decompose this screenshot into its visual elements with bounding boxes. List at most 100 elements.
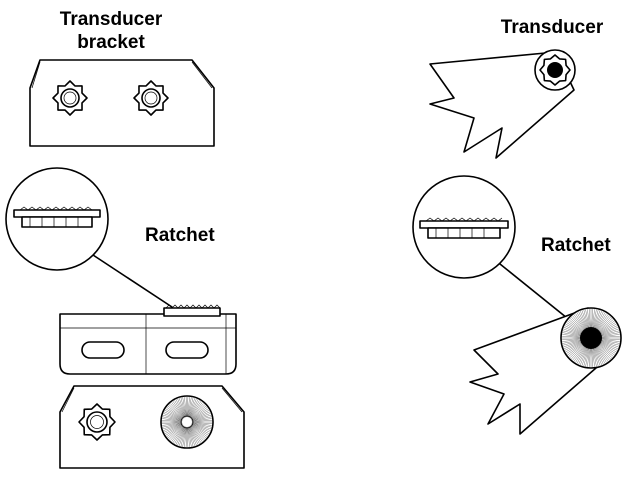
ratchet-tooth-line xyxy=(600,339,620,342)
ratchet-tooth-line xyxy=(189,425,203,442)
ratchet-tooth-line xyxy=(573,314,586,331)
ratchet-tooth-line xyxy=(600,332,620,337)
ratchet-tooth-line xyxy=(191,411,210,421)
ratchet-tooth-line xyxy=(191,408,209,420)
ratchet-tooth-line xyxy=(583,347,589,367)
ratchet-tooth-line xyxy=(191,413,211,421)
ratchet-tooth-line xyxy=(600,334,620,337)
ratchet-tooth-line xyxy=(600,340,620,346)
ratchet-tooth-line xyxy=(186,426,189,447)
ratchet-tooth-line xyxy=(600,335,620,338)
ratchet-tooth-line xyxy=(592,347,597,367)
ratchet-tooth-line xyxy=(562,340,582,346)
ratchet-tooth-line xyxy=(170,403,184,419)
ratchet-tooth-line xyxy=(188,426,197,446)
ratchet-tooth-line xyxy=(580,310,588,329)
ratchet-tooth-line xyxy=(598,344,614,357)
ratchet-tooth-line xyxy=(565,342,583,353)
ratchet-tooth-line xyxy=(593,347,601,366)
ratchet-tooth-line xyxy=(180,426,187,447)
ratchet-tooth-line xyxy=(191,423,212,430)
ratchet-tooth-line xyxy=(588,309,591,329)
ratchet-tooth-line xyxy=(591,309,594,329)
ratchet-tooth-line xyxy=(190,425,207,439)
ratchet-tooth-line xyxy=(191,410,210,420)
ratchet-tooth-line xyxy=(595,346,604,365)
label-transducer-bracket-line2: bracket xyxy=(77,32,145,53)
ratchet-tooth-line xyxy=(166,424,184,437)
ratchet-tooth-line xyxy=(188,426,195,446)
ratchet-tooth-line xyxy=(191,423,211,431)
ratchet-wheel-icon xyxy=(160,395,214,449)
ratchet-tooth-line xyxy=(171,402,185,419)
ratchet-tooth-line xyxy=(189,400,200,418)
ratchet-tooth-line xyxy=(596,313,607,330)
ratchet-tooth-line xyxy=(184,397,187,418)
ratchet-tooth-line xyxy=(583,309,589,329)
ratchet-tooth-line xyxy=(593,347,599,367)
ratchet-tooth-line xyxy=(581,310,589,329)
ratchet-tooth-line xyxy=(162,423,183,430)
ratchet-tooth-line xyxy=(190,404,206,419)
label-transducer: Transducer xyxy=(501,17,604,38)
ratchet-tooth-line xyxy=(174,400,185,418)
ratchet-tooth-line xyxy=(563,341,582,349)
ratchet-tooth-line xyxy=(175,399,186,418)
slot-hole-icon xyxy=(81,341,125,359)
ratchet-tooth-line xyxy=(174,426,185,444)
transducer-arm-lower xyxy=(469,307,622,435)
ratchet-tooth-line xyxy=(581,347,589,366)
slot-hole-icon xyxy=(165,341,209,359)
ratchet-tooth-line xyxy=(562,339,582,344)
ratchet-tooth-line xyxy=(570,316,585,331)
ratchet-tooth-line xyxy=(600,328,619,336)
ratchet-tooth-line xyxy=(572,315,585,331)
ratchet-tooth-line xyxy=(162,418,183,422)
ratchet-tooth-line xyxy=(569,344,584,359)
ratchet-tooth-line xyxy=(576,346,587,364)
ratchet-tooth-line xyxy=(599,343,616,354)
ratchet-tooth-line xyxy=(565,323,583,334)
ratchet-tooth-line xyxy=(186,397,189,418)
ratchet-tooth-line xyxy=(190,424,208,437)
ratchet-tooth-line xyxy=(600,339,620,344)
ratchet-tooth-line xyxy=(597,315,610,331)
ratchet-tooth-line xyxy=(599,342,618,351)
ratchet-tooth-line xyxy=(189,401,202,418)
ratchet-tooth-line xyxy=(598,317,613,332)
ratchet-tooth-line xyxy=(179,426,186,446)
ratchet-tooth-line xyxy=(191,416,212,422)
ratchet-tooth-line xyxy=(562,339,582,342)
label-ratchet-left: Ratchet xyxy=(145,225,215,246)
ratchet-tooth-line xyxy=(177,398,186,418)
ratchet-tooth-line xyxy=(598,319,614,332)
ratchet-tooth-line xyxy=(182,397,187,418)
bracket-plate-front-view xyxy=(59,385,245,469)
ratchet-tooth-line xyxy=(187,426,190,447)
ratchet-tooth-line xyxy=(597,316,612,331)
ratchet-tooth-line xyxy=(180,397,187,418)
ratchet-tooth-line xyxy=(569,317,584,332)
ratchet-tooth-line xyxy=(182,426,187,447)
ratchet-tooth-line xyxy=(592,309,595,329)
ratchet-tooth-line xyxy=(188,426,199,445)
ratchet-tooth-line xyxy=(162,422,183,424)
ratchet-tooth-line xyxy=(562,338,582,341)
ratchet-tooth-line xyxy=(596,345,609,362)
gear-nut-icon xyxy=(52,80,88,116)
ratchet-tooth-line xyxy=(166,407,184,420)
ratchet-tooth-line xyxy=(164,410,183,420)
ratchet-tooth-line xyxy=(189,402,203,419)
ratchet-tooth-line xyxy=(189,426,202,443)
ratchet-tooth-line xyxy=(592,347,595,367)
ratchet-tooth-line xyxy=(167,405,184,419)
ratchet-tooth-line xyxy=(578,346,587,365)
ratchet-tooth-line xyxy=(593,310,601,329)
ratchet-tooth-line xyxy=(575,313,586,330)
ratchet-tooth-line xyxy=(188,398,197,418)
ratchet-tooth-line xyxy=(594,310,602,329)
ratchet-tooth-line xyxy=(188,399,199,418)
ratchet-tooth-line xyxy=(185,397,188,418)
ratchet-tooth-line xyxy=(184,426,187,447)
